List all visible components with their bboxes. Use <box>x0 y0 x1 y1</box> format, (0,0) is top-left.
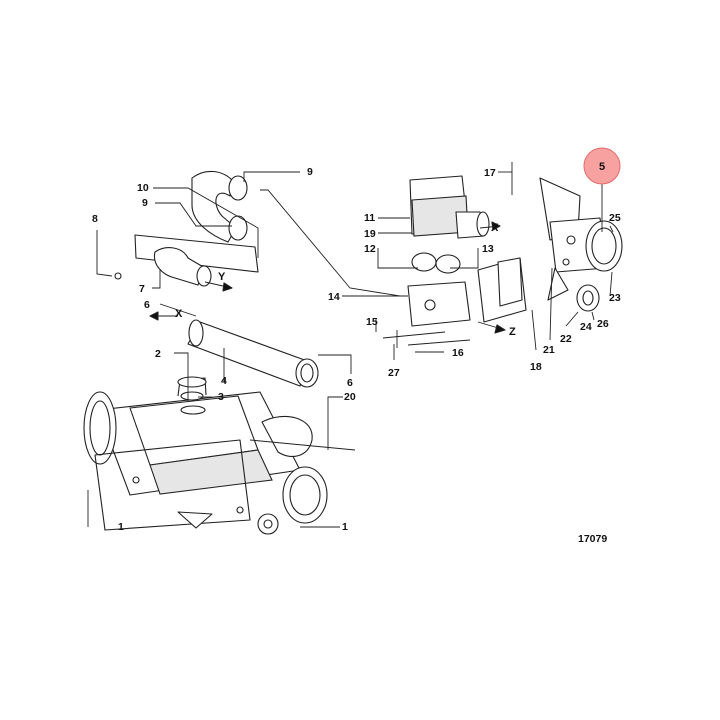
callout-24[interactable]: 24 <box>580 321 592 333</box>
leader-lines <box>87 171 614 528</box>
callout-26[interactable]: 26 <box>597 318 609 330</box>
callout-9-left[interactable]: 9 <box>142 197 148 209</box>
thermostat-housing <box>382 162 527 348</box>
highlighted-callout[interactable]: 5 <box>583 147 621 185</box>
callout-21[interactable]: 21 <box>543 344 555 356</box>
callout-4[interactable]: 4 <box>221 375 227 387</box>
callout-10[interactable]: 10 <box>137 182 149 194</box>
callout-19[interactable]: 19 <box>364 228 376 240</box>
callout-25[interactable]: 25 <box>609 212 621 224</box>
callout-12[interactable]: 12 <box>364 243 376 255</box>
callout-6-lower[interactable]: 6 <box>347 377 353 389</box>
callout-17[interactable]: 17 <box>484 167 496 179</box>
callout-15[interactable]: 15 <box>366 316 378 328</box>
exhaust-elbow <box>114 234 259 287</box>
marker-y: Y <box>218 271 226 283</box>
marker-z: Z <box>509 326 516 338</box>
callout-3[interactable]: 3 <box>218 391 224 403</box>
callout-11[interactable]: 11 <box>364 212 375 224</box>
callout-labels: 1 1 2 3 4 6 6 7 8 9 9 10 11 12 13 14 15 … <box>92 166 621 533</box>
connection-markers: X X Y Z <box>175 222 516 338</box>
callout-7[interactable]: 7 <box>139 283 145 295</box>
callout-1-left[interactable]: 1 <box>118 521 124 533</box>
hose <box>187 319 319 388</box>
callout-22[interactable]: 22 <box>560 333 572 345</box>
marker-x-housing: X <box>491 222 499 234</box>
marker-x-hose: X <box>175 308 183 320</box>
direction-arrows <box>149 221 506 334</box>
callout-20[interactable]: 20 <box>344 391 356 403</box>
callout-13[interactable]: 13 <box>482 243 494 255</box>
callout-6-upper[interactable]: 6 <box>144 299 150 311</box>
callout-27[interactable]: 27 <box>388 367 400 379</box>
callout-1-right[interactable]: 1 <box>342 521 348 533</box>
figure-number: 17079 <box>578 533 607 545</box>
callout-23[interactable]: 23 <box>609 292 621 304</box>
highlight-circle <box>583 147 621 185</box>
callout-18[interactable]: 18 <box>530 361 542 373</box>
callout-8[interactable]: 8 <box>92 213 98 225</box>
callout-9-right[interactable]: 9 <box>307 166 313 178</box>
callout-5[interactable]: 5 <box>599 161 605 173</box>
seawater-pump <box>539 177 623 312</box>
callout-14[interactable]: 14 <box>328 291 340 303</box>
callout-2[interactable]: 2 <box>155 348 161 360</box>
elbow-hose <box>191 170 248 243</box>
callout-16[interactable]: 16 <box>452 347 464 359</box>
heat-exchanger <box>83 376 356 535</box>
